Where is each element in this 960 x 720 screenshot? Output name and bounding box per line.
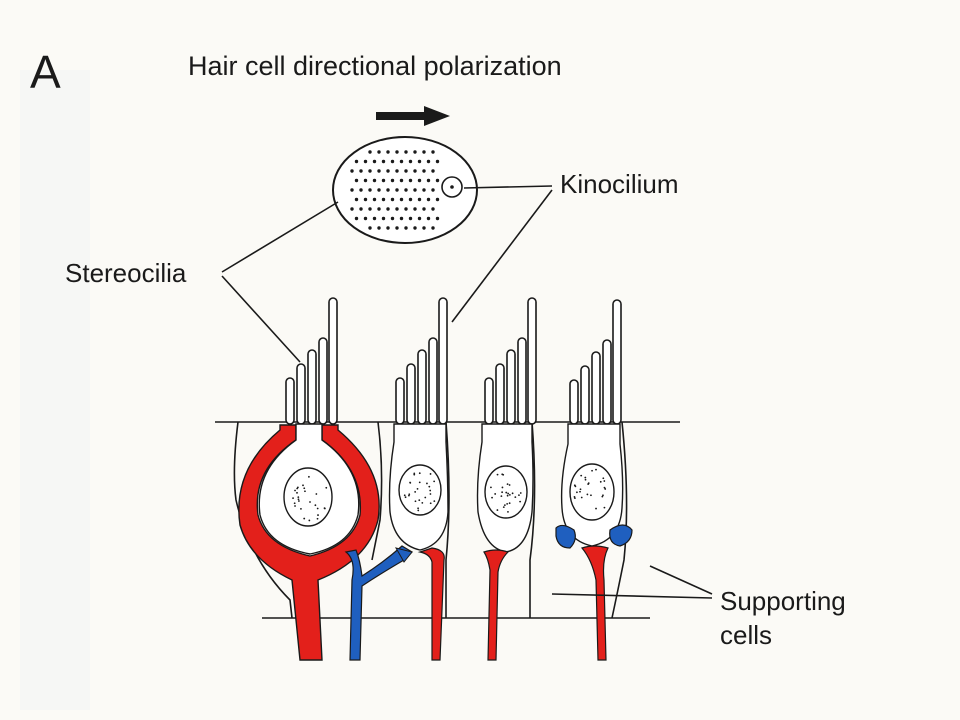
supporting-label-line1: Supporting [720,586,846,616]
supporting-cells [233,421,628,619]
cell1-stereocilia [285,297,338,425]
hair-cell-type-2-c [555,299,633,661]
stereocilia-dots [350,150,440,230]
hair-bundle-top-view [332,136,478,244]
kinocilium-leaders [451,185,553,323]
cell1-nucleus [283,467,333,527]
stereocilia-label: Stereocilia [65,258,187,288]
panel-letter: A [30,46,61,98]
hair-cell-type-1 [238,297,380,661]
calyx-nerve-ending [238,424,380,661]
hair-cell-type-2-a [388,297,449,661]
arrow-right-icon [376,106,450,126]
figure-title: Hair cell directional polarization [188,51,562,81]
stereocilia-leaders [221,201,339,363]
kinocilium-label: Kinocilium [560,169,679,199]
supporting-leaders [551,565,713,599]
hair-cell-type-2-b [476,297,537,661]
supporting-label-line2: cells [720,620,772,650]
